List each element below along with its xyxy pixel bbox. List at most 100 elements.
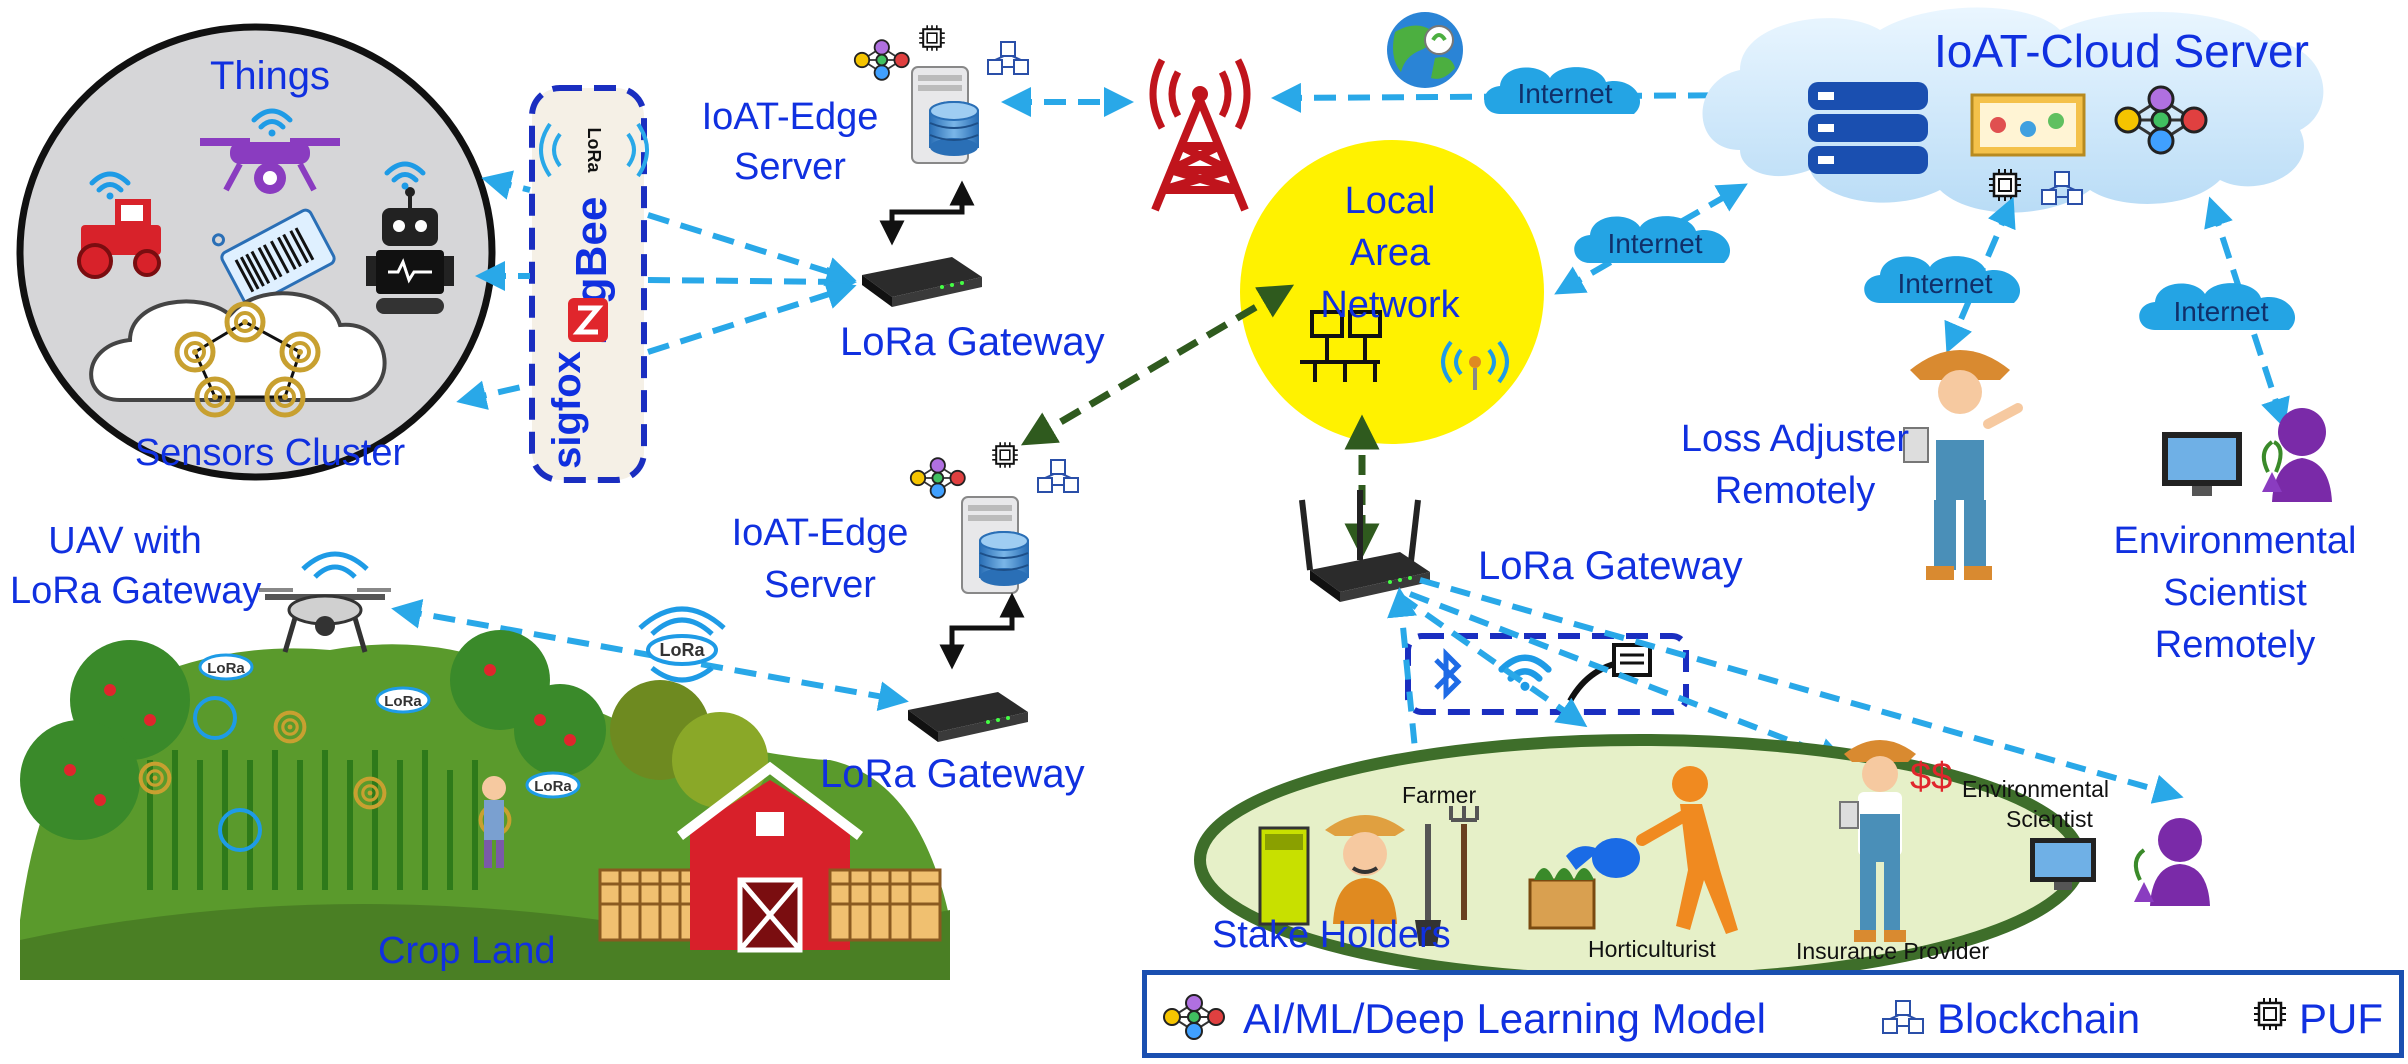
mid-puf-chip-icon [991,441,1019,469]
internet-label-3: Internet [1897,268,1993,299]
stakeholders-area [1194,734,2210,986]
things-gateway-links [456,170,857,410]
drone-icon [200,138,340,194]
sigfox-protocol-label: sigfox [545,351,589,469]
lora-gateway-mid-label: LoRa Gateway [820,752,1085,796]
lora-gateway-right-icon [1299,490,1430,602]
mid-blockchain-icon [1037,459,1079,493]
edge-server-mid-label-line1: IoAT-Edge [731,512,909,554]
uav-signal-icon [301,551,369,579]
env-scientist-label-line2: Scientist [2163,572,2307,614]
lora-badge-text: LoRa [660,640,706,660]
legend: AI/ML/Deep Learning Model Blockchain PUF [1142,970,2404,1058]
barn-icon [598,761,942,953]
lan-network-icon [1300,310,1382,382]
legend-ai-label: AI/ML/Deep Learning Model [1243,995,1766,1042]
env-scientist-remote-figure [2162,408,2332,502]
edge-top-gateway-link [879,180,975,246]
ai-model-icon [853,39,910,81]
insurance-provider-figure [1839,740,1916,942]
lora-badge-field-2: LoRa [375,686,431,714]
globe-icon [1387,12,1463,88]
robot-icon [366,187,454,314]
mid-ai-model-icon [909,457,966,499]
legend-puf-label: PUF [2299,995,2383,1042]
horticulturist-label: Horticulturist [1588,936,1716,962]
dollars-label: $$ [1910,756,1953,798]
lora-field-badge-1-text: LoRa [207,660,245,677]
field-farmer-figure [482,776,506,868]
loss-adjuster-figure [1903,350,2023,580]
field-sensors [141,696,510,852]
tractor-icon [77,199,161,279]
internet-label-4: Internet [2173,296,2269,327]
legend-puf-icon [2252,996,2288,1032]
trees [20,630,768,840]
internet-label-1: Internet [1517,78,1613,109]
lora-badge-field-3: LoRa [525,771,581,799]
lan-label-line1: Local [1344,180,1436,222]
lan-label-line3: Network [1320,284,1460,326]
crop-land: LoRa LoRa LoRa [20,630,950,980]
legend-blockchain-icon [1882,1000,1924,1034]
env-scientist-label-line3: Remotely [2154,624,2316,666]
bluetooth-icon [1434,647,1462,701]
lora-field-badge-3-text: LoRa [534,778,572,795]
lora-gateway-mid-icon [908,692,1028,742]
database-icon [1808,82,1928,174]
edge-server-mid-label-line2: Server [764,564,876,606]
env-scientist-small-label-line1: Environmental [1962,776,2110,802]
legend-ai-icon [1163,994,1225,1040]
crop-rows [147,750,478,890]
blockchain-icon [987,41,1029,75]
uav-label-line1: UAV with [48,520,202,562]
lora-gateway-right-label: LoRa Gateway [1478,544,1743,588]
internet-label-2: Internet [1607,228,1703,259]
cell-tower-icon [1149,58,1251,212]
local-area-network [1240,140,1544,444]
legend-blockchain-label: Blockchain [1937,995,2141,1042]
cloud-server [1702,7,2324,213]
protocol-box: LoRa ZigBee sigfox [529,85,649,483]
edge-server-top-label-line1: IoAT-Edge [701,96,879,138]
edge-server-top-label-line2: Server [734,146,846,188]
env-scientist-label-line1: Environmental [2113,520,2357,562]
things-label: Things [209,54,331,98]
lora-badge-field-1: LoRa [198,653,254,681]
loss-adjuster-label-line1: Loss Adjuster [1680,418,1910,460]
uav-label-line2: LoRa Gateway [10,570,262,612]
connectivity-box [1405,633,1689,715]
stake-holders-label: Stake Holders [1212,914,1451,956]
lora-gateway-top-label: LoRa Gateway [840,320,1105,364]
lora-gateway-top-icon [862,257,982,307]
lan-label-line2: Area [1349,232,1431,274]
antenna-icon [1441,340,1509,390]
crop-land-label: Crop Land [378,930,556,972]
zigbee-z-icon [568,298,608,342]
gateway-stakeholder-links [1387,577,2184,804]
farmer-label: Farmer [1402,782,1477,808]
lan-edge-mid-link [1020,284,1295,446]
sensor-network-icon [177,304,318,415]
farmer-figure [1258,806,1479,946]
lora-wifi-icon [539,122,649,178]
sensors-cloud [89,291,387,415]
lora-badge-link: LoRa [638,606,726,683]
uav-drone-icon [259,588,391,653]
puf-chip-icon [918,24,946,52]
insurance-provider-label: Insurance Provider [1796,938,1990,964]
ethernet-icon [1567,643,1652,703]
env-scientist-small-label-line2: Scientist [2006,806,2093,832]
env-scientist-figure [2030,818,2210,906]
cloud-server-label: IoAT-Cloud Server [1934,25,2309,77]
rfid-tag-icon [211,208,336,308]
loss-adjuster-label-line2: Remotely [1714,470,1876,512]
lora-field-badge-2-text: LoRa [384,693,422,710]
edge-mid-gateway-link [939,592,1025,670]
horticulturist-figure [1528,766,1738,934]
cloud-puf-chip-icon [1987,167,2023,203]
things-cluster [16,23,496,481]
edge-server-top [853,24,1029,164]
lora-protocol-label: LoRa [584,128,604,174]
